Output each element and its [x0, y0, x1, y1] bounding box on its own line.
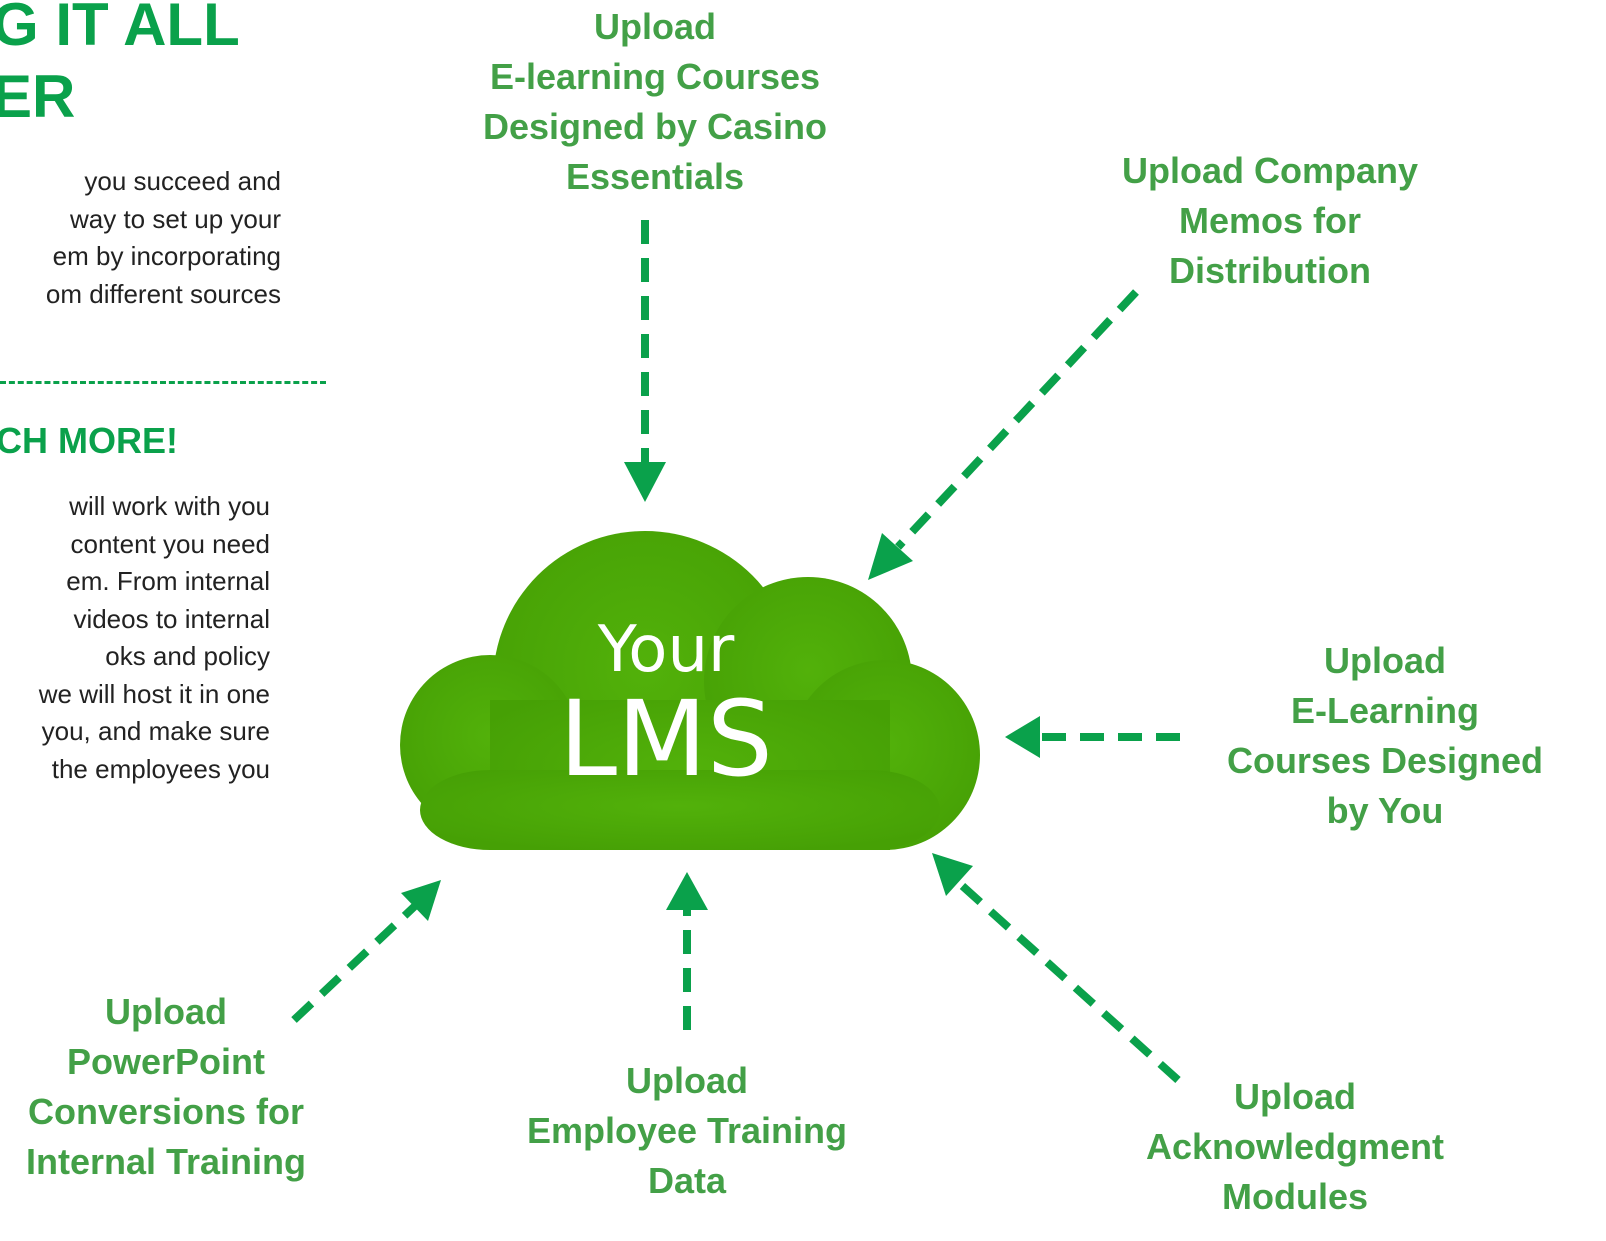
label-acknowledgment-modules: Upload Acknowledgment Modules	[1115, 1072, 1475, 1222]
label-elearning-casino: Upload E-learning Courses Designed by Ca…	[455, 2, 855, 202]
cloud-title-line-2: LMS	[559, 678, 773, 800]
label-company-memos: Upload Company Memos for Distribution	[1080, 146, 1460, 296]
label-line: Distribution	[1169, 250, 1371, 291]
intro-line: you succeed and	[84, 166, 281, 196]
label-line: Modules	[1221, 1176, 1368, 1217]
intro-line: em by incorporating	[52, 241, 281, 271]
label-line: Courses Designed	[1226, 740, 1544, 781]
label-powerpoint-conversions: Upload PowerPoint Conversions for Intern…	[0, 987, 332, 1187]
label-line: PowerPoint	[66, 1041, 266, 1082]
label-line: by You	[1326, 790, 1444, 831]
label-line: Upload	[1324, 640, 1446, 681]
label-line: Memos for	[1178, 200, 1362, 241]
intro-paragraph: you succeed and way to set up your em by…	[0, 163, 281, 313]
section-divider	[0, 381, 326, 384]
arrow-bottom-left	[291, 880, 441, 1023]
cloud-title-line-1: Your	[597, 613, 735, 687]
page-heading-line-1: G IT ALL	[0, 0, 240, 58]
arrow-bottom-right	[932, 853, 1181, 1083]
label-line: Upload	[1234, 1076, 1356, 1117]
label-line: Upload	[105, 991, 227, 1032]
body-line: will work with you	[69, 491, 270, 521]
body-line: you, and make sure	[41, 716, 270, 746]
arrow-right	[1005, 716, 1180, 758]
label-line: E-Learning	[1290, 690, 1479, 731]
body-line: videos to internal	[73, 603, 270, 634]
label-line: Essentials	[565, 156, 745, 197]
label-line: Conversions for	[27, 1091, 305, 1132]
body-line: the employees you	[51, 753, 270, 784]
label-line: Data	[647, 1160, 727, 1201]
arrow-bottom	[666, 872, 708, 1030]
arrow-top	[624, 220, 666, 502]
body-line: content you need	[70, 528, 271, 559]
body-line: we will host it in one	[38, 678, 270, 709]
label-line: Acknowledgment	[1145, 1126, 1445, 1167]
label-line: Upload	[594, 6, 716, 47]
label-elearning-you: Upload E-Learning Courses Designed by Yo…	[1200, 636, 1570, 836]
intro-line: om different sources	[45, 278, 281, 309]
body-paragraph: will work with you content you need em. …	[0, 488, 270, 788]
body-line: oks and policy	[105, 641, 270, 671]
label-line: Internal Training	[25, 1141, 307, 1182]
page-heading-line-2: ER	[0, 63, 76, 130]
section-subheading: CH MORE!	[0, 420, 178, 461]
intro-line: way to set up your	[70, 203, 281, 234]
arrow-top-right	[868, 289, 1139, 580]
label-line: Upload Company	[1121, 150, 1418, 191]
label-line: Employee Training	[526, 1110, 848, 1151]
label-line: E-learning Courses	[489, 56, 821, 97]
cloud-shape	[400, 531, 980, 850]
body-line: em. From internal	[66, 566, 270, 596]
label-line: Designed by Casino	[482, 106, 828, 147]
label-line: Upload	[626, 1060, 748, 1101]
label-employee-training-data: Upload Employee Training Data	[497, 1056, 877, 1206]
